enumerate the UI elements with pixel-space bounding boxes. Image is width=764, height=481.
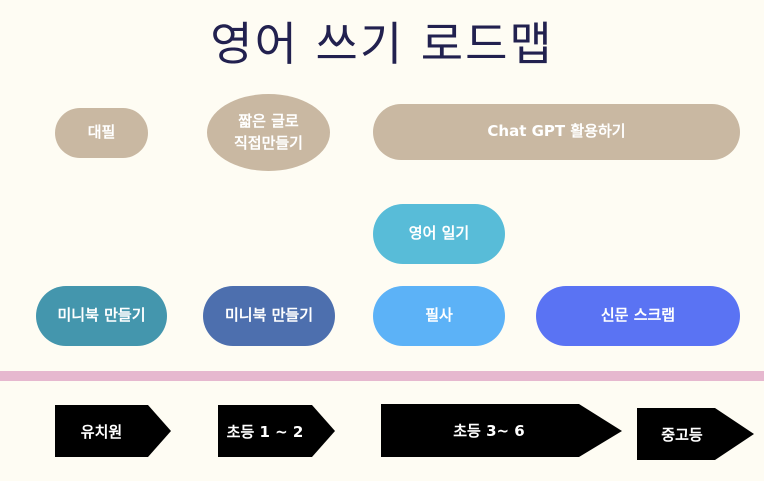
- stage-label-kindergarten: 유치원: [80, 422, 123, 441]
- arrow-shape: [381, 404, 622, 457]
- stage-label-middle-high: 중고등: [661, 425, 703, 444]
- stage-arrow-elementary-1-2: 초등 1 ~ 2: [218, 405, 335, 457]
- activity-chatgpt: Chat GPT 활용하기: [373, 104, 740, 160]
- arrow-shape: [637, 408, 754, 460]
- activity-minibook-kindergarten: 미니북 만들기: [36, 286, 167, 346]
- activity-minibook-elementary-label: 미니북 만들기: [224, 306, 314, 325]
- activity-chatgpt-label: Chat GPT 활용하기: [487, 122, 626, 141]
- activity-short-writing: 짧은 글로 직접만들기: [207, 94, 330, 171]
- activity-english-diary: 영어 일기: [373, 204, 505, 264]
- stage-arrow-kindergarten: 유치원: [55, 405, 171, 457]
- activity-english-diary-label: 영어 일기: [408, 224, 470, 243]
- stage-arrow-elementary-3-6: 초등 3~ 6: [381, 404, 622, 457]
- arrow-shape: [55, 405, 171, 457]
- stage-label-elementary-3-6: 초등 3~ 6: [453, 422, 525, 440]
- activity-pilsa-label: 필사: [425, 306, 453, 325]
- activity-newspaper-scrap: 신문 스크랩: [536, 286, 740, 346]
- page-title: 영어 쓰기 로드맵: [210, 17, 554, 71]
- activity-short-writing-label: 짧은 글로 직접만들기: [233, 111, 303, 152]
- activity-daepil: 대필: [55, 108, 148, 158]
- activity-minibook-elementary: 미니북 만들기: [203, 286, 335, 346]
- stage-label-elementary-1-2: 초등 1 ~ 2: [226, 422, 304, 441]
- activity-minibook-kindergarten-label: 미니북 만들기: [57, 306, 146, 325]
- activity-newspaper-scrap-label: 신문 스크랩: [600, 306, 676, 325]
- timeline-divider: [0, 371, 764, 381]
- activity-daepil-label: 대필: [87, 123, 116, 142]
- arrow-shape: [218, 405, 335, 457]
- stage-arrow-middle-high: 중고등: [637, 408, 754, 460]
- activity-pilsa: 필사: [373, 286, 505, 346]
